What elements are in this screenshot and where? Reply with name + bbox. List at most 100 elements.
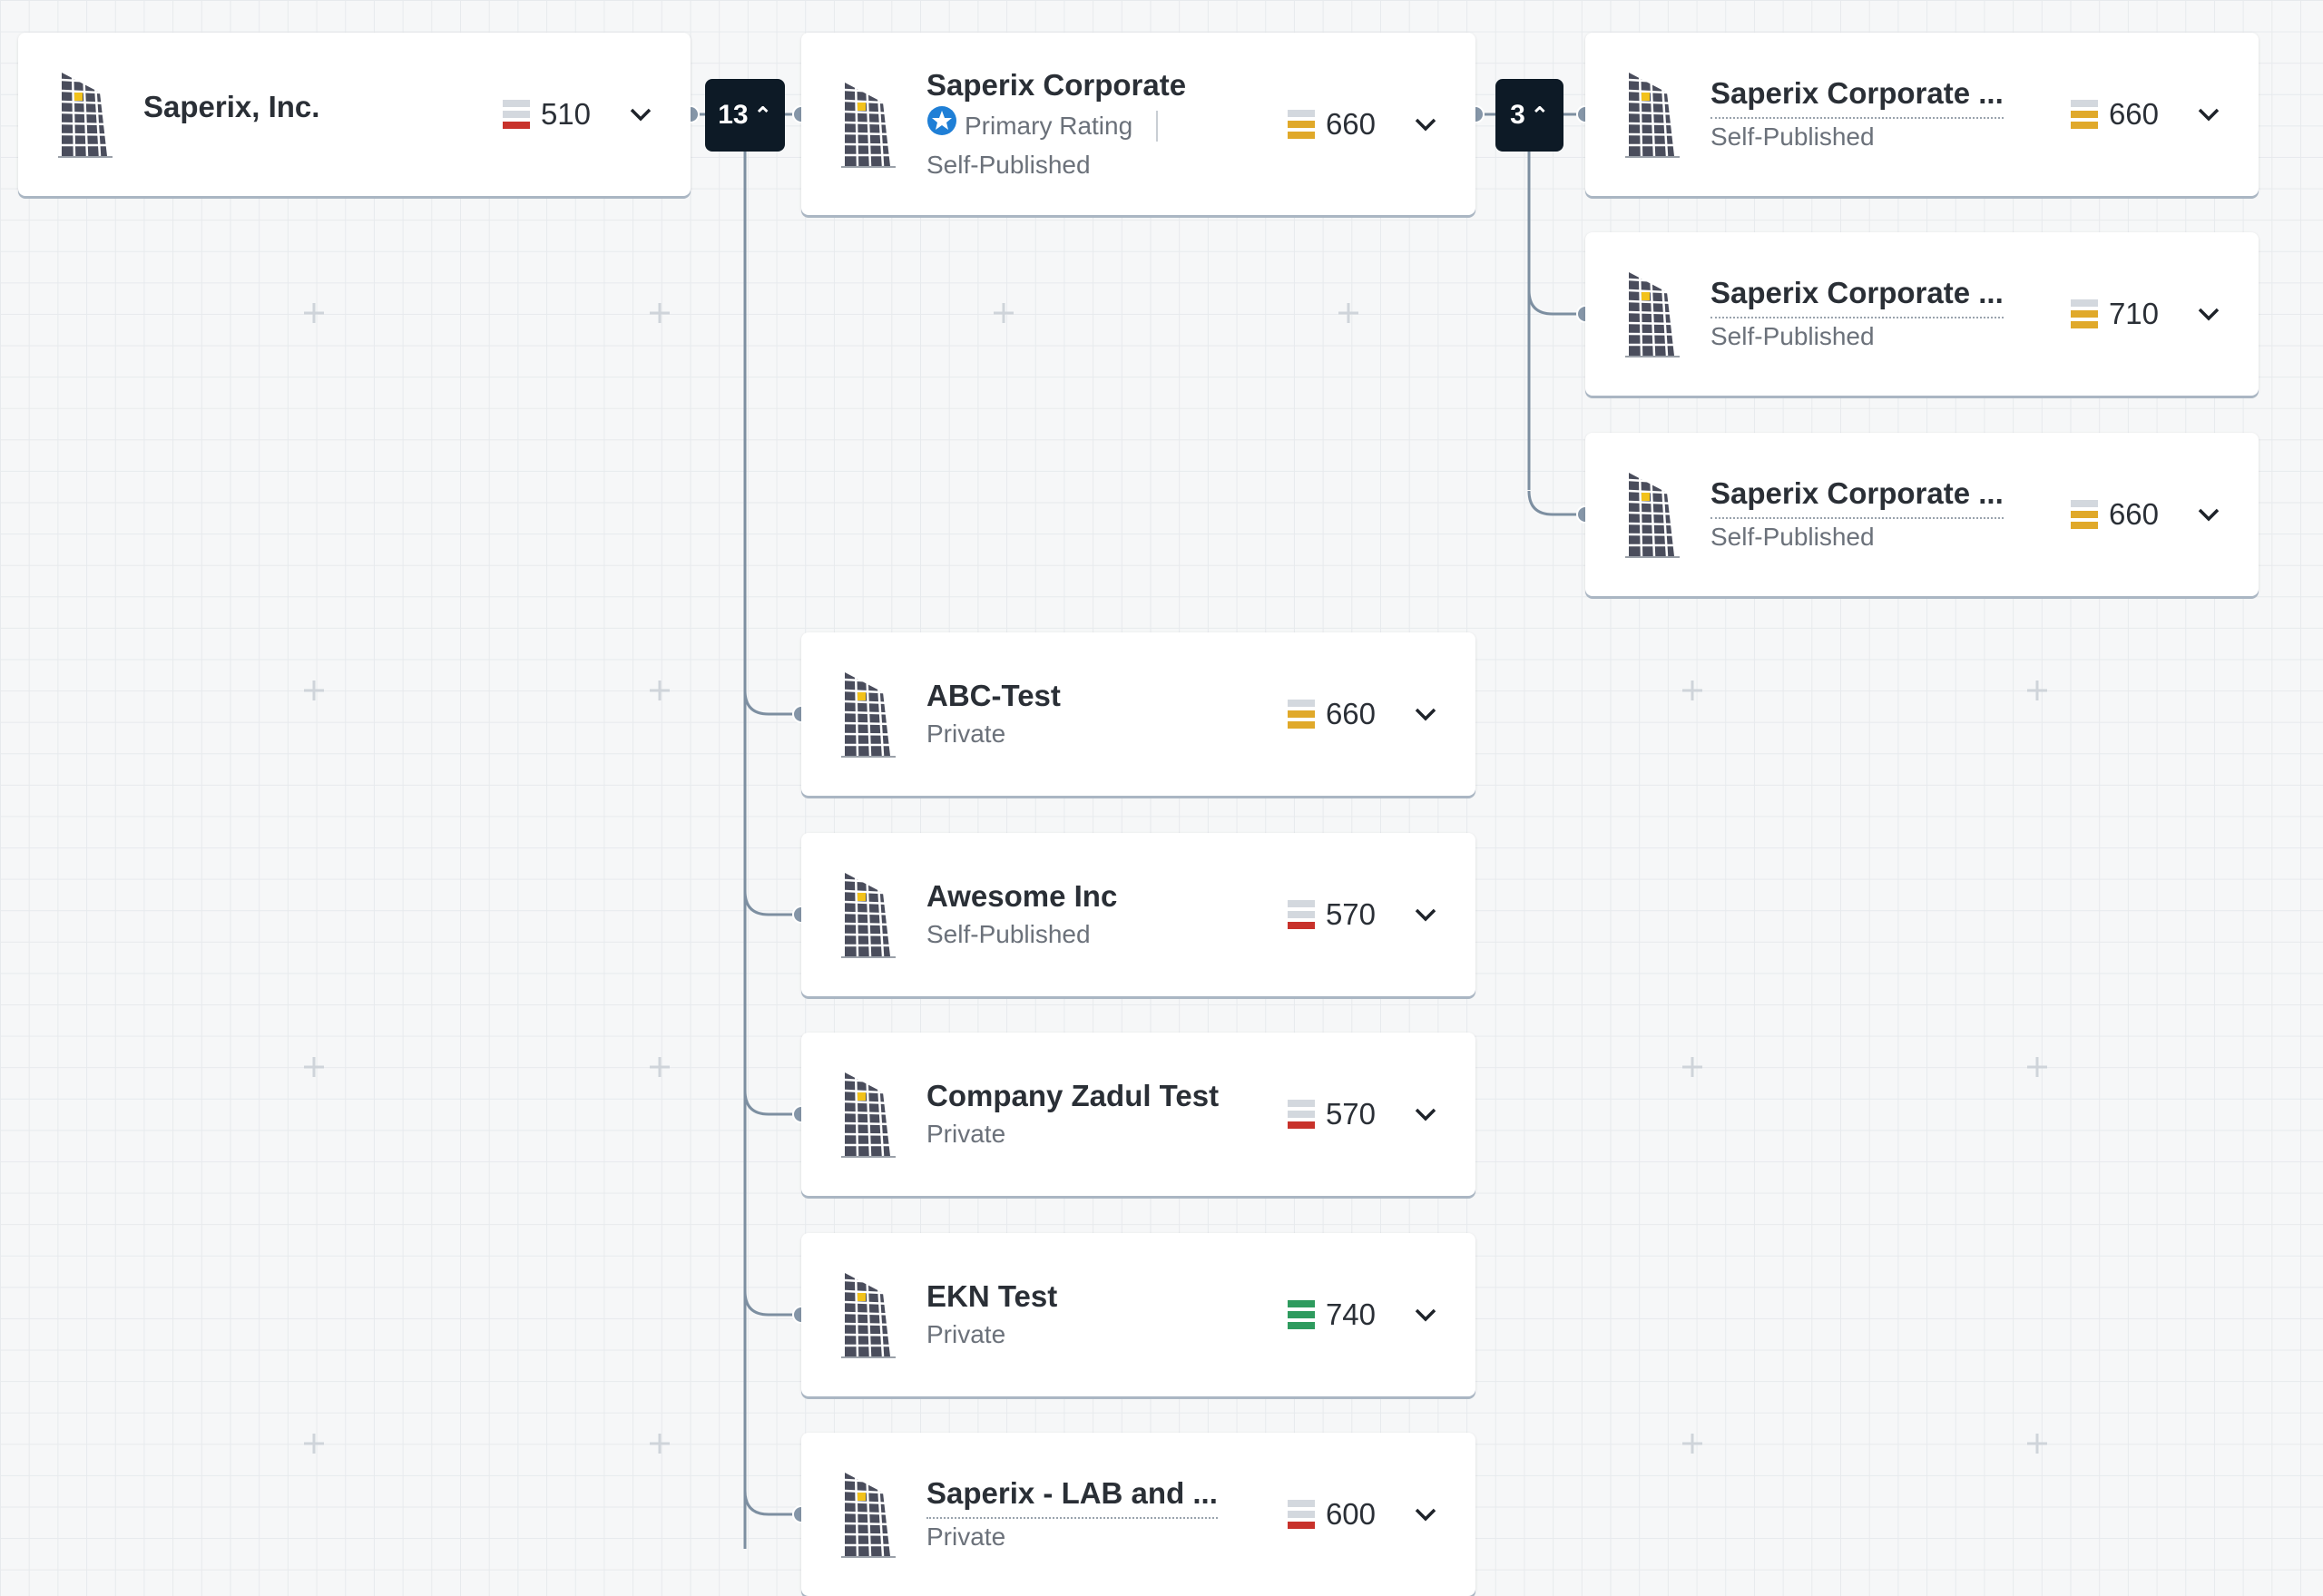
score-value: 600 [1325,1497,1376,1531]
score-bar [1287,120,1315,128]
chevron-down-icon[interactable] [1410,1499,1441,1530]
card-text: Saperix, Inc. [143,87,319,127]
entity-type: Private [926,720,1006,748]
score-bar [1287,1311,1315,1318]
score-bar [1287,900,1315,907]
score-bar [1287,1121,1315,1129]
score-level-icon [1287,700,1315,729]
score-bar [1287,131,1315,139]
chevron-down-icon[interactable] [1410,1099,1441,1130]
building-icon [58,68,113,160]
expand-children-badge-root[interactable]: 13 ⌃ [705,79,785,152]
score-value: 740 [1325,1297,1376,1331]
grid-plus-marker [650,1057,670,1077]
score-value: 660 [1325,697,1376,730]
expand-children-badge-corporate[interactable]: 3 ⌃ [1495,79,1563,152]
score-level-icon [2070,299,2098,328]
score: 510 [502,97,591,132]
score-bar [1287,1111,1315,1118]
entity-type: Self-Published [926,920,1091,948]
child-count: 3 [1510,100,1525,130]
score-level-icon [1287,1100,1315,1129]
score-value: 710 [2108,297,2159,330]
entity-type: Private [926,1320,1006,1348]
score-bar [1287,911,1315,918]
entity-name[interactable]: Awesome Inc [926,879,1118,913]
grid-plus-marker [994,303,1014,323]
grid-plus-marker [304,303,324,323]
connector-branch [743,1490,801,1516]
score-level-icon [1287,1300,1315,1329]
score-bar [1287,700,1315,707]
connector-branch [743,690,801,716]
entity-name[interactable]: Saperix Corporate ... [1710,474,2004,519]
building-icon [841,668,896,759]
divider [1156,110,1159,142]
score-value: 510 [540,97,591,131]
score: 660 [2070,497,2159,532]
chevron-down-icon[interactable] [2193,299,2224,329]
entity-name[interactable]: Saperix Corporate ... [1710,73,2004,119]
building-icon [841,868,896,960]
score-bar [1287,1100,1315,1107]
building-icon [1625,68,1680,160]
grid-plus-marker [650,1434,670,1454]
building-icon [841,1068,896,1160]
chevron-down-icon[interactable] [1410,1299,1441,1330]
chevron-down-icon[interactable] [1410,109,1441,140]
grid-plus-marker [650,303,670,323]
grid-plus-marker [650,681,670,700]
chevron-down-icon[interactable] [2193,499,2224,530]
chevron-down-icon[interactable] [1410,899,1441,930]
entity-name[interactable]: EKN Test [926,1279,1058,1313]
score: 740 [1287,1297,1376,1332]
entity-type: Self-Published [1710,322,1875,350]
entity-card-subsidiary[interactable]: Saperix Corporate ... Self-Published 710 [1585,232,2259,396]
score-value: 660 [2108,97,2159,131]
connector-branch [1527,490,1585,516]
entity-name[interactable]: Saperix, Inc. [143,90,320,123]
grid-plus-marker [1682,681,1702,700]
entity-card-subsidiary[interactable]: Saperix Corporate ...Self-Published 660 [1585,433,2259,596]
primary-rating: Primary Rating [926,105,1186,147]
entity-name[interactable]: Saperix - LAB and ... [926,1474,1218,1519]
chevron-down-icon[interactable] [625,99,656,130]
grid-plus-marker [1338,303,1358,323]
score-bar [2070,299,2098,307]
entity-type: Self-Published [926,150,1091,179]
entity-card-root[interactable]: Saperix, Inc. 510 [18,33,691,196]
entity-name[interactable]: Saperix Corporate ... [1710,273,2004,318]
score-bar [2070,310,2098,318]
entity-name[interactable]: Saperix Corporate [926,67,1187,102]
score-bar [1287,1511,1315,1518]
score-level-icon [1287,1500,1315,1529]
connector-branch [743,890,801,916]
chevron-down-icon[interactable] [1410,699,1441,729]
child-count: 13 [718,100,749,130]
entity-type: Private [926,1120,1006,1148]
chevron-down-icon[interactable] [2193,99,2224,130]
card-text: Saperix Corporate ...Self-Published [1710,474,2004,555]
score-bar [502,111,530,118]
score-level-icon [1287,109,1315,139]
card-text: Saperix Corporate ... Self-Published [1710,273,2004,355]
score-bar [1287,710,1315,718]
entity-name[interactable]: ABC-Test [926,679,1061,712]
building-icon [841,78,896,170]
building-icon [841,1468,896,1560]
building-icon [1625,268,1680,359]
entity-name[interactable]: Company Zadul Test [926,1079,1220,1112]
primary-rating-label: Primary Rating [965,111,1133,140]
score: 570 [1287,897,1376,932]
